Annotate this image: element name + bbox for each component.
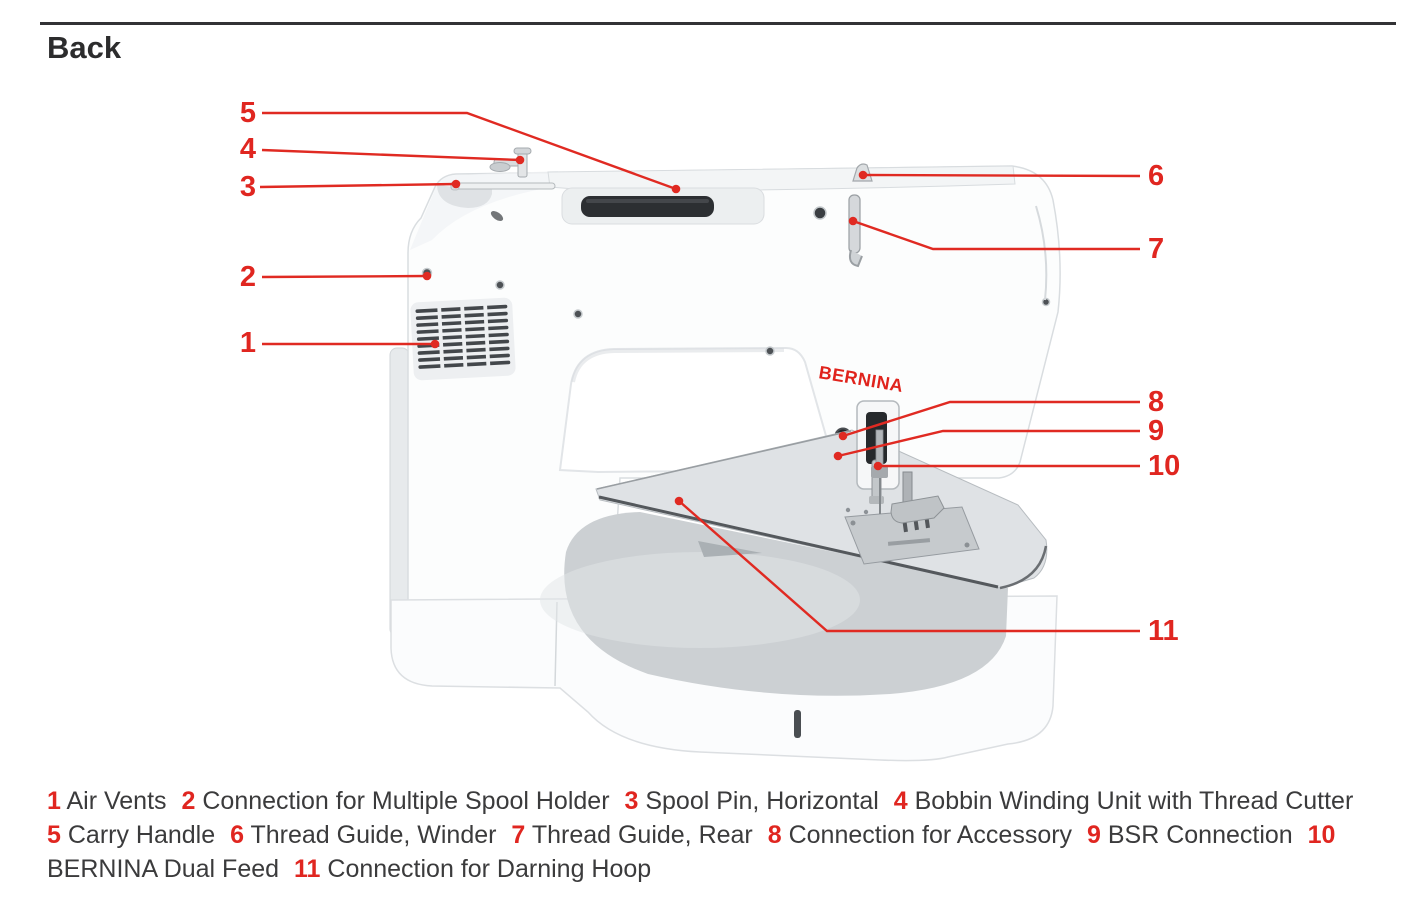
legend-item-number: 3 [624,787,639,815]
presser-foot [871,429,945,524]
legend-item: 1 Air Vents [47,787,167,815]
legend-item-label: BSR Connection [1107,821,1293,849]
machine-left-side-panel [389,347,410,637]
page-title: Back [47,30,122,65]
callout-number-6: 6 [1148,160,1165,192]
air-vents [410,297,516,381]
legend-item-label: Connection for Accessory [788,821,1073,849]
legend-item-number: 11 [294,855,321,883]
legend-item-label: BERNINA Dual Feed [47,855,280,883]
legend-item: 4 Bobbin Winding Unit with Thread Cutter [894,787,1354,815]
side-seam [1035,205,1048,301]
legend-item: 9 BSR Connection [1087,821,1293,849]
callout-number-2: 2 [239,261,256,293]
leader-lines [259,111,1141,633]
callout-number-1: 1 [239,327,256,359]
legend-item-label: Connection for Multiple Spool Holder [202,787,610,815]
legend-item: 5 Carry Handle [47,821,215,849]
legend-item: 2 Connection for Multiple Spool Holder [182,787,610,815]
legend-item-label: Spool Pin, Horizontal [645,787,879,815]
legend: 1 Air Vents 2 Connection for Multiple Sp… [47,784,1382,886]
legend-item-label: Thread Guide, Rear [531,821,753,849]
leader-dots [422,155,883,506]
legend-item: 11 Connection for Darning Hoop [294,855,651,883]
legend-item-label: Bobbin Winding Unit with Thread Cutter [914,787,1354,815]
legend-item-number: 7 [511,821,526,849]
legend-item: 8 Connection for Accessory [768,821,1072,849]
legend-item: 6 Thread Guide, Winder [230,821,496,849]
free-arm [540,512,1008,696]
thread-guide-rear [848,194,863,268]
legend-item: 3 Spool Pin, Horizontal [624,787,878,815]
callout-number-8: 8 [1148,386,1165,418]
callout-number-11: 11 [1148,615,1179,647]
legend-item-label: Air Vents [66,787,167,815]
legend-item: 7 Thread Guide, Rear [511,821,752,849]
legend-item-number: 2 [181,787,196,815]
bobbin-winder [489,147,532,178]
spool-pin [437,181,556,221]
legend-item-number: 5 [47,821,61,849]
legend-item: 10 BERNINA Dual Feed [47,821,1335,883]
legend-item-number: 10 [1307,821,1336,849]
legend-item-label: Thread Guide, Winder [250,821,497,849]
callout-number-7: 7 [1148,233,1165,265]
callout-number-9: 9 [1148,415,1165,447]
callout-number-5: 5 [239,97,256,129]
callout-number-10: 10 [1148,450,1181,482]
legend-item-number: 8 [767,821,782,849]
legend-item-number: 9 [1087,821,1101,849]
legend-item-label: Connection for Darning Hoop [327,855,652,883]
legend-item-number: 4 [893,787,908,815]
legend-item-number: 6 [230,821,244,849]
callout-number-4: 4 [239,133,256,165]
top-rule [40,22,1396,25]
legend-item-label: Carry Handle [67,821,216,849]
rear-hole [813,206,827,220]
opening-inner-shadow [571,348,785,383]
callout-number-3: 3 [239,171,256,203]
legend-item-number: 1 [47,787,61,815]
